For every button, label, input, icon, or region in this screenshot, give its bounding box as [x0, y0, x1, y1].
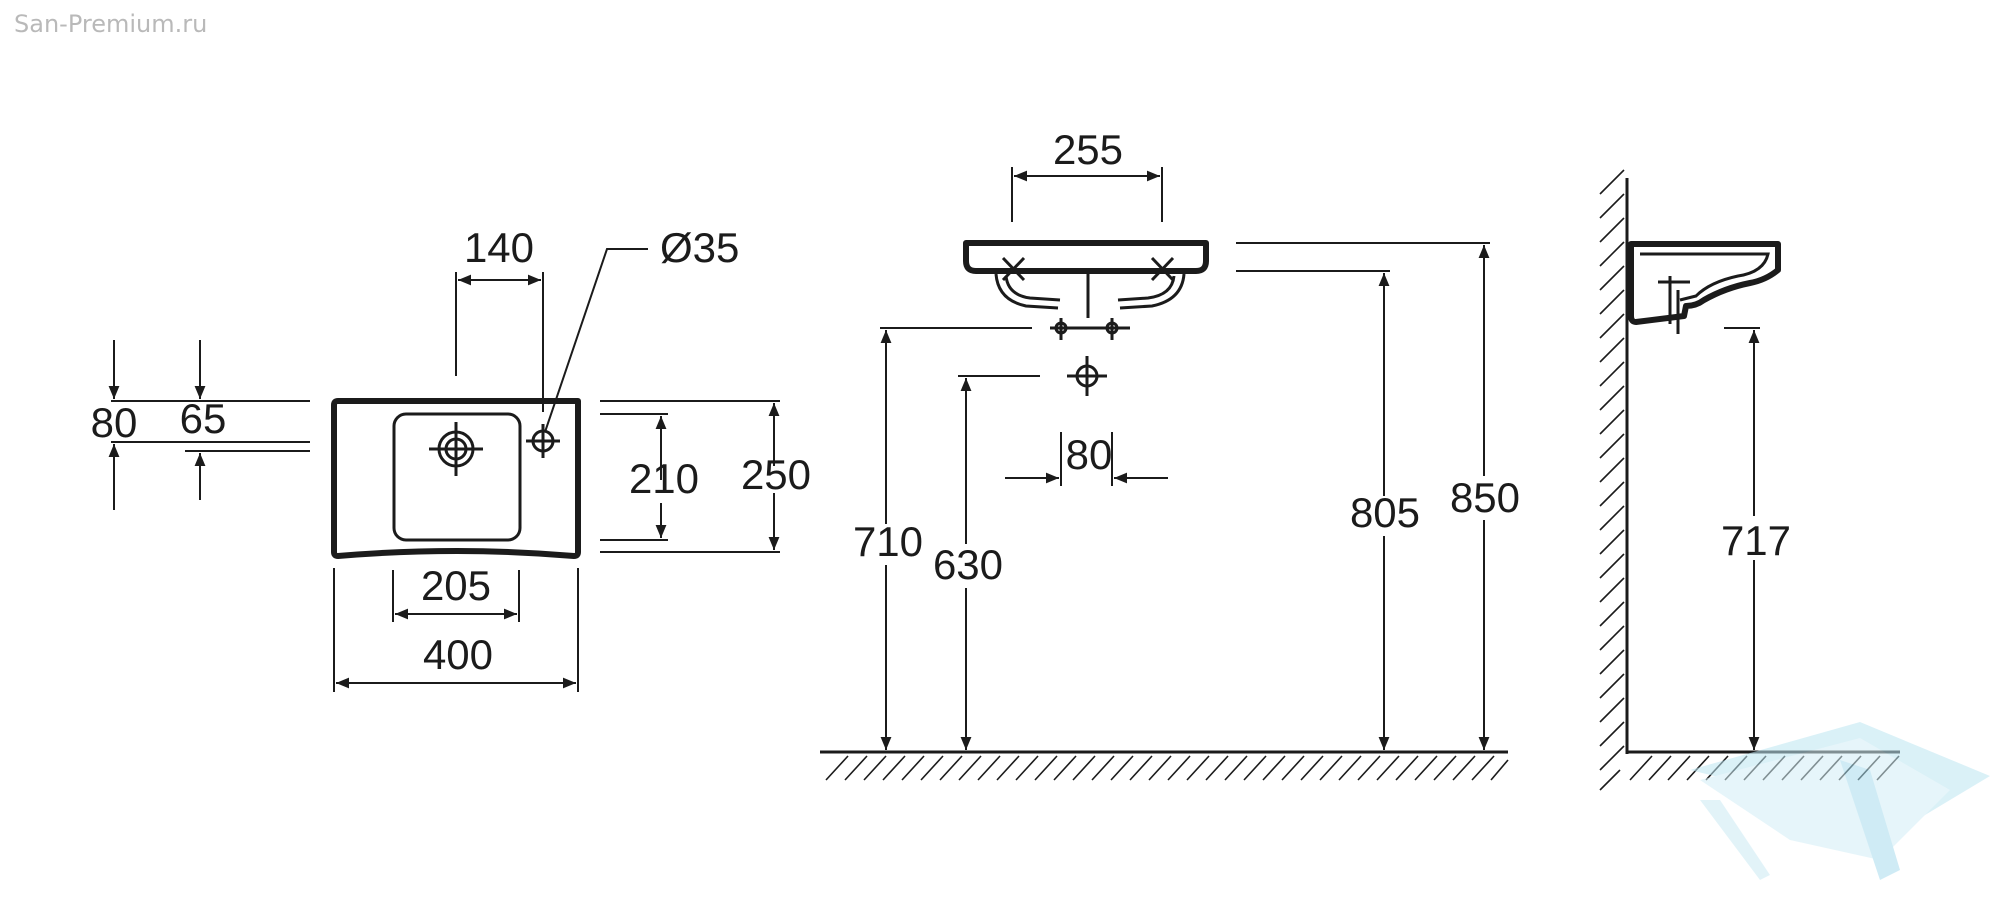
dim-805-label: 805: [1350, 489, 1420, 536]
dim-400-label: 400: [423, 631, 493, 678]
side-view: 717: [1599, 169, 1900, 791]
basin-side-profile: [1628, 241, 1781, 325]
dim-255-label: 255: [1053, 126, 1123, 173]
front-view: 255 80 710 630: [820, 126, 1520, 781]
dim-hole-diameter-label: Ø35: [660, 224, 739, 271]
basin-top-outline: [331, 398, 581, 559]
watermark-logo-icon: [1690, 722, 1990, 880]
wall-hatching: [1599, 169, 1625, 791]
waste-outlet-icon: [1067, 356, 1107, 396]
bowl-outline: [392, 412, 522, 542]
top-view: 140 Ø35 80 65 210 250 205: [91, 224, 811, 692]
tap-hole-icon: [526, 424, 560, 458]
bowl-left-underside: [994, 273, 1059, 310]
dim-717-label: 717: [1721, 517, 1791, 564]
floor-hatching: [825, 755, 1509, 781]
dim-80-left-label: 80: [91, 399, 138, 446]
bowl-right-underside: [1119, 273, 1186, 310]
watermark-text: San-Premium.ru: [14, 10, 207, 38]
drain-icon: [429, 422, 483, 476]
dim-205-label: 205: [421, 562, 491, 609]
dim-210-label: 210: [629, 455, 699, 502]
fixing-bolt-icon: [1001, 256, 1175, 282]
dim-630-label: 630: [933, 541, 1003, 588]
dim-80-front-label: 80: [1066, 431, 1113, 478]
hole-leader-line: [544, 248, 648, 433]
dim-710-label: 710: [853, 518, 923, 565]
supply-connection-icon: [1050, 318, 1130, 340]
dim-250-label: 250: [741, 451, 811, 498]
dim-140-label: 140: [464, 224, 534, 271]
basin-front-outline: [963, 240, 1209, 274]
dim-850-label: 850: [1450, 474, 1520, 521]
dim-65-label: 65: [180, 395, 227, 442]
